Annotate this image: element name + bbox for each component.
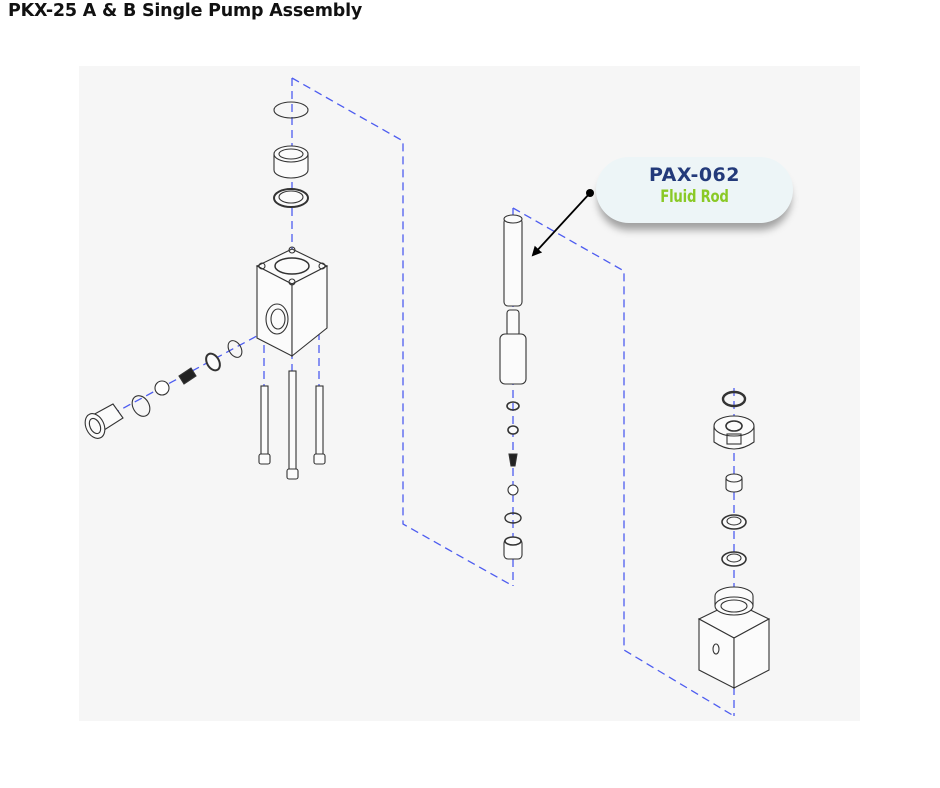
retaining-ring xyxy=(227,340,243,358)
tie-rod-1 xyxy=(260,385,269,459)
part-name: Fluid Rod xyxy=(660,187,729,207)
fluid-rod-and-piston-stack xyxy=(499,214,527,560)
side-port xyxy=(265,303,289,335)
piston-stem xyxy=(506,309,520,337)
part-callout: PAX-062 Fluid Rod xyxy=(596,157,793,223)
housing-right-face xyxy=(733,618,770,689)
snap-ring xyxy=(273,101,309,119)
callout-arrow xyxy=(531,192,591,257)
ring-1 xyxy=(506,401,520,411)
tie-rod-3 xyxy=(315,385,324,459)
housing-port xyxy=(712,643,720,655)
centerline-left-loop xyxy=(291,77,514,587)
part-number: PAX-062 xyxy=(648,164,741,186)
fluid-rod xyxy=(503,217,523,307)
ball-guide xyxy=(178,367,197,385)
piston-ball xyxy=(507,484,519,496)
washer xyxy=(507,425,519,435)
callout-dot xyxy=(586,189,594,197)
exploded-diagram xyxy=(84,77,771,717)
ring-2 xyxy=(504,512,522,524)
seal xyxy=(273,188,309,208)
piston-body xyxy=(499,333,527,385)
top-o-ring xyxy=(721,390,747,408)
tie-rods xyxy=(258,370,326,480)
upper-manifold-block xyxy=(255,101,329,358)
block-right-face xyxy=(291,265,328,358)
seat xyxy=(205,352,221,372)
callout-pointer xyxy=(531,189,594,257)
inlet-check-valve-stack xyxy=(84,340,243,439)
block-bore xyxy=(274,257,310,275)
centerline-middle-loop xyxy=(512,207,735,717)
valve-poppet xyxy=(508,453,518,467)
lower-seal-housing-stack xyxy=(697,390,771,689)
tie-rod-2 xyxy=(288,370,297,472)
page-title: PKX-25 A & B Single Pump Assembly xyxy=(8,1,363,21)
check-ball xyxy=(154,380,170,396)
o-ring xyxy=(131,395,151,417)
